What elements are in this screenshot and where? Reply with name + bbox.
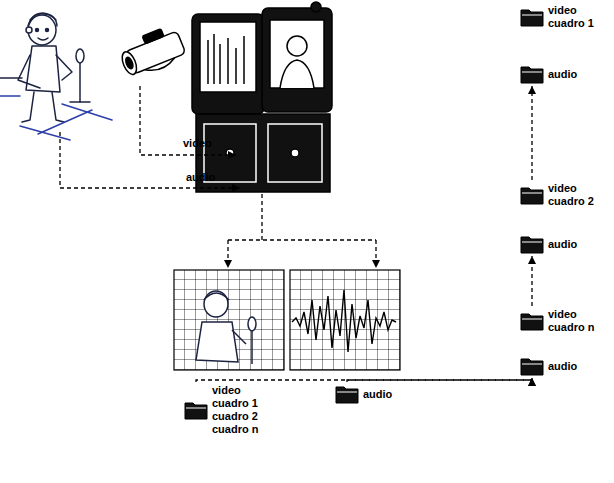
folder-node: audio [520, 64, 577, 84]
dashed-connector [196, 378, 532, 382]
folder-label: audio [548, 68, 577, 81]
folder-label: video cuadro n [548, 308, 604, 334]
folder-label: video cuadro 2 [548, 182, 604, 208]
folder-node: video cuadro 2 [520, 182, 604, 208]
video-camera [116, 24, 187, 82]
folder-node: video cuadro 1 cuadro 2 cuadro n [184, 384, 268, 436]
folder-node: video cuadro 1 [520, 4, 604, 30]
folder-label: audio [363, 388, 392, 401]
computer [192, 2, 332, 192]
signal-arrows [60, 86, 376, 268]
folder-icon [520, 7, 544, 27]
folder-node: audio [335, 384, 392, 404]
folder-label: audio [548, 360, 577, 373]
folder-node: audio [520, 234, 577, 254]
folder-icon [335, 384, 359, 404]
signal-label: video [183, 137, 212, 150]
dashed-connector [531, 256, 532, 306]
folder-label: video cuadro 1 cuadro 2 cuadro n [212, 384, 268, 436]
folder-node: audio [520, 356, 577, 376]
person-figure [0, 13, 112, 140]
folder-icon [520, 311, 544, 331]
folder-icon [520, 234, 544, 254]
folder-icon [520, 185, 544, 205]
folder-icon [520, 356, 544, 376]
dashed-connector [531, 86, 532, 180]
folder-node: video cuadro n [520, 308, 604, 334]
folder-icon [184, 400, 208, 420]
dashed-connector [347, 378, 532, 382]
folder-label: audio [548, 238, 577, 251]
folder-icon [520, 64, 544, 84]
folder-label: video cuadro 1 [548, 4, 604, 30]
video-frame-grid [174, 270, 284, 370]
signal-label: audio [186, 171, 215, 184]
audio-waveform-grid [290, 270, 400, 370]
